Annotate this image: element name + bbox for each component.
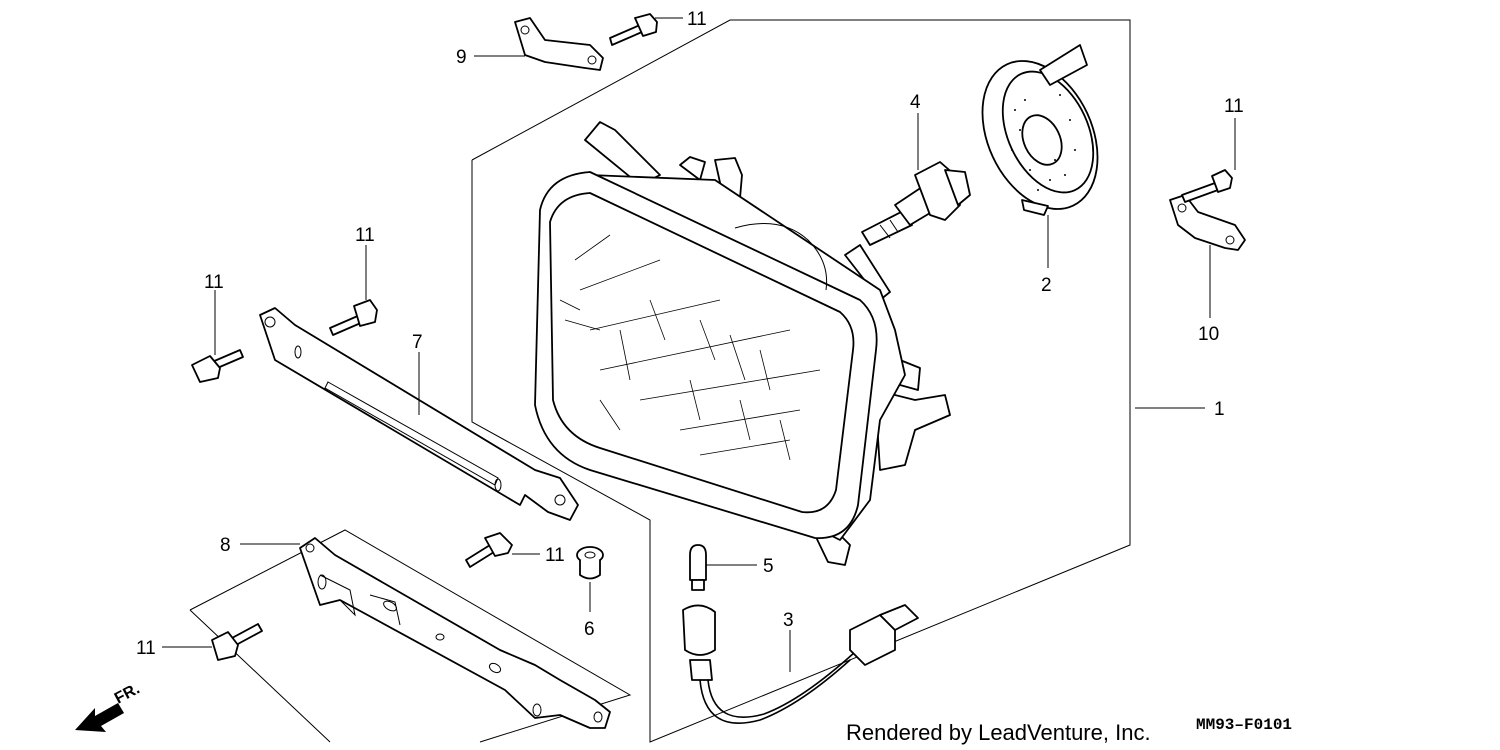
callout-8: 8: [220, 535, 231, 556]
bracket-9: [514, 17, 604, 71]
screw-mid: [329, 299, 378, 336]
callout-7: 7: [412, 332, 423, 353]
callout-5: 5: [763, 556, 774, 577]
direction-label: FR.: [112, 680, 143, 707]
socket-cover: [981, 44, 1099, 216]
grommet-6: [576, 546, 604, 580]
callout-3: 3: [783, 610, 794, 631]
headlight-bulb: [861, 161, 971, 246]
callout-11-right: 11: [1224, 96, 1244, 117]
front-direction-arrow: FR.: [75, 680, 143, 732]
arrow-icon: [75, 703, 124, 732]
callout-11-top: 11: [687, 9, 707, 30]
callout-9: 9: [456, 47, 467, 68]
credit-text: Rendered by LeadVenture, Inc.: [846, 720, 1151, 745]
screw-stay8-a: [465, 532, 513, 568]
callout-11-screw-b: 11: [136, 638, 156, 659]
callout-2: 2: [1041, 275, 1052, 296]
cover-texture: [1011, 94, 1076, 191]
socket-wire-3: [682, 604, 919, 724]
callout-6: 6: [584, 619, 595, 640]
leader-lines: [162, 17, 1236, 672]
position-bulb-5: [689, 544, 707, 591]
headlight-unit: [534, 121, 951, 566]
callout-labels: 1 2 3 4 5 6 7 8 9 10 11 11 11 11 11 11: [136, 9, 1244, 659]
callout-11-screw-a: 11: [545, 545, 565, 566]
diagram-code: MM93–F0101: [1196, 716, 1292, 734]
callout-11-left: 11: [204, 272, 224, 293]
bracket-10: [1169, 194, 1246, 251]
lens-texture: [559, 234, 821, 461]
screw-stay8-b: [211, 623, 263, 661]
callout-1: 1: [1214, 399, 1225, 420]
callout-4: 4: [910, 92, 921, 113]
stay-8: [299, 537, 611, 729]
screw-top: [609, 13, 658, 46]
screw-right: [1181, 169, 1233, 203]
screw-left: [191, 349, 244, 383]
callout-10: 10: [1198, 324, 1219, 345]
callout-11-mid: 11: [355, 225, 375, 246]
